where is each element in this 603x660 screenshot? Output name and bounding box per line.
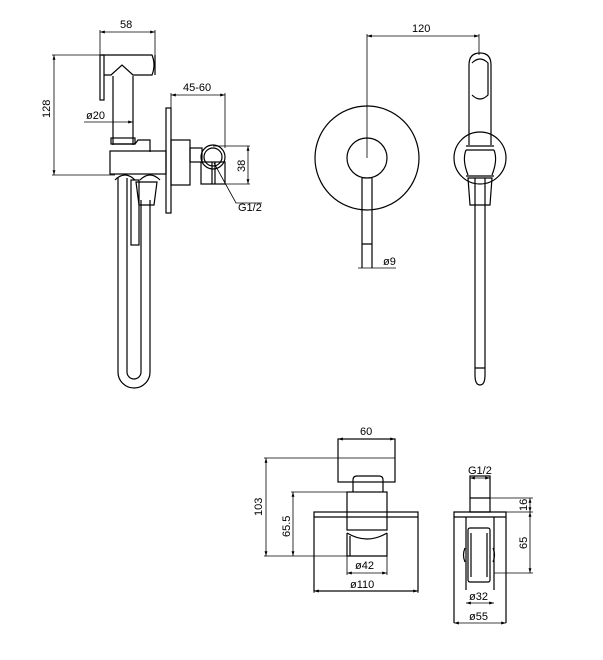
dimensions-valve-side: G1/2 16 65 ø32 ø55 bbox=[454, 465, 533, 625]
valve-side-view: G1/2 16 65 ø32 ø55 bbox=[453, 465, 533, 625]
dim-58: 58 bbox=[120, 19, 132, 31]
dim-diameter-110: ø110 bbox=[350, 579, 374, 591]
valve-front-view: 60 103 65.5 ø42 ø110 bbox=[253, 426, 419, 593]
dim-diameter-32: ø32 bbox=[469, 591, 488, 603]
holder-body bbox=[109, 107, 226, 214]
dim-38: 38 bbox=[236, 160, 248, 172]
dim-thread-g12: G1/2 bbox=[238, 202, 262, 214]
dim-diameter-55: ø55 bbox=[469, 611, 488, 623]
dim-120: 120 bbox=[412, 23, 430, 35]
dim-65: 65 bbox=[518, 537, 530, 549]
hose bbox=[114, 174, 161, 389]
dim-diameter-9: ø9 bbox=[383, 256, 396, 268]
dim-103: 103 bbox=[253, 498, 265, 516]
spray-front bbox=[453, 52, 507, 386]
dim-60: 60 bbox=[360, 426, 372, 438]
dim-diameter-20: ø20 bbox=[86, 110, 105, 122]
front-view: 120 ø9 bbox=[314, 23, 507, 386]
dimensions-front: 120 ø9 bbox=[358, 23, 480, 269]
dim-16: 16 bbox=[518, 499, 530, 511]
dim-128: 128 bbox=[41, 100, 53, 118]
dimensions-valve-front: 60 103 65.5 ø42 ø110 bbox=[253, 426, 419, 593]
dim-thread-g12-valve: G1/2 bbox=[468, 465, 492, 477]
spray-head bbox=[99, 54, 156, 145]
dim-45-60: 45-60 bbox=[183, 82, 211, 94]
lever bbox=[361, 178, 373, 268]
side-view: 58 128 ø20 45-60 38 G1/2 bbox=[41, 19, 262, 389]
dimensions-side: 58 128 ø20 45-60 38 G1/2 bbox=[41, 19, 262, 214]
dim-diameter-42: ø42 bbox=[355, 560, 374, 572]
dim-65-5: 65.5 bbox=[281, 516, 293, 537]
